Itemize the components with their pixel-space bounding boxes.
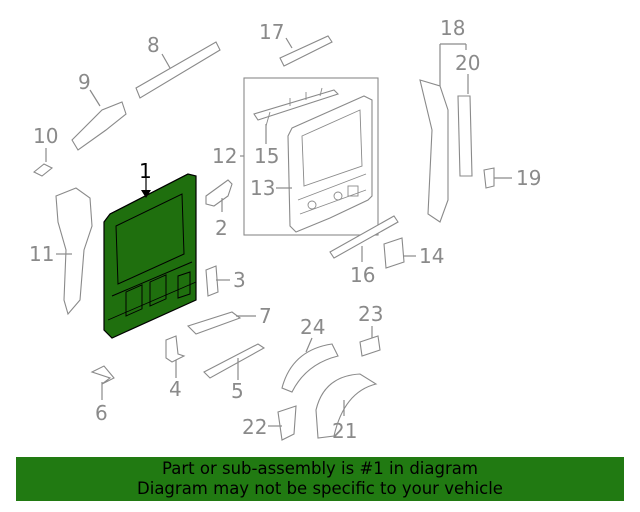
part-5-shape bbox=[203, 343, 266, 379]
part-19-shape bbox=[483, 167, 495, 189]
leader-18 bbox=[439, 43, 467, 86]
diagram-notice-banner: Part or sub-assembly is #1 in diagram Di… bbox=[16, 457, 624, 501]
callout-3: 3 bbox=[233, 268, 246, 292]
callout-6: 6 bbox=[95, 401, 108, 425]
part-4-shape bbox=[165, 335, 186, 363]
callout-17: 17 bbox=[259, 20, 284, 44]
callout-9: 9 bbox=[78, 70, 91, 94]
callout-1: 1 bbox=[139, 159, 152, 183]
part-1-highlighted-panel bbox=[103, 173, 197, 339]
part-22-shape bbox=[277, 405, 297, 441]
part-14-shape bbox=[383, 237, 405, 269]
callout-4: 4 bbox=[169, 377, 182, 401]
banner-line-part-info: Part or sub-assembly is #1 in diagram bbox=[162, 459, 478, 478]
callout-7: 7 bbox=[259, 304, 272, 328]
leader-24 bbox=[305, 337, 313, 353]
part-15-shape bbox=[253, 87, 340, 127]
callout-19: 19 bbox=[516, 166, 541, 190]
part-13-shape bbox=[287, 95, 373, 233]
part-8-shape bbox=[135, 41, 221, 99]
part-6-shape bbox=[90, 365, 115, 385]
callout-2: 2 bbox=[215, 216, 228, 240]
callout-23: 23 bbox=[358, 302, 383, 326]
banner-line-disclaimer: Diagram may not be specific to your vehi… bbox=[137, 479, 503, 498]
callout-20: 20 bbox=[455, 51, 480, 75]
callout-12: 12 bbox=[212, 144, 237, 168]
callout-11: 11 bbox=[29, 242, 54, 266]
part-23-shape bbox=[359, 335, 381, 357]
part-10-shape bbox=[32, 163, 54, 177]
part-21-shape bbox=[315, 373, 378, 439]
leader-17 bbox=[285, 37, 293, 49]
callout-21: 21 bbox=[332, 419, 357, 443]
callout-5: 5 bbox=[231, 379, 244, 403]
parts-diagram: 1 2 3 4 5 6 7 8 9 10 11 12 13 14 15 16 1… bbox=[29, 16, 541, 443]
part-20-shape bbox=[457, 95, 473, 177]
callout-24: 24 bbox=[300, 315, 325, 339]
part-9-shape bbox=[71, 101, 127, 151]
part-3-shape bbox=[205, 265, 219, 297]
callout-18: 18 bbox=[440, 16, 465, 40]
part-24-shape bbox=[281, 343, 339, 393]
leader-8 bbox=[161, 53, 171, 69]
leader-9 bbox=[89, 89, 101, 107]
callout-8: 8 bbox=[147, 33, 160, 57]
callout-14: 14 bbox=[419, 244, 444, 268]
callout-15: 15 bbox=[254, 144, 279, 168]
part-2-shape bbox=[205, 179, 233, 207]
part-7-shape bbox=[186, 311, 242, 335]
part-11-shape bbox=[55, 187, 93, 316]
callout-16: 16 bbox=[350, 263, 375, 287]
part-16-shape bbox=[329, 215, 399, 259]
part-17-shape bbox=[279, 35, 333, 67]
callout-10: 10 bbox=[33, 124, 58, 148]
part-18-shape bbox=[419, 79, 449, 223]
callout-13: 13 bbox=[250, 176, 275, 200]
leader-1-arrow bbox=[141, 190, 151, 198]
callout-22: 22 bbox=[242, 415, 267, 439]
